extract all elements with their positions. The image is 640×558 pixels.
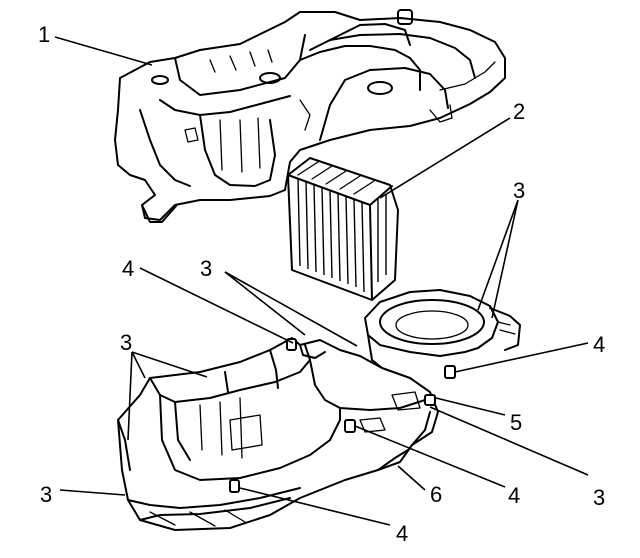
callout-2: 2 [513,99,525,124]
lower-case-housing [117,337,439,531]
leader-1 [54,36,153,66]
leader-4-top [139,267,294,344]
upper-case-housing [114,9,506,223]
leader-3-left-b [131,351,146,379]
screw-marker [344,419,356,433]
leader-4-right [454,342,589,373]
leader-4-center [354,425,506,488]
callout-3-right: 3 [593,485,605,510]
callout-4-top-left: 4 [122,256,134,281]
callout-4-right: 4 [593,332,605,357]
callout-5: 5 [510,410,522,435]
leader-2 [379,117,511,199]
screw-marker [424,394,436,406]
callout-4-bottom: 4 [396,521,408,546]
callout-4-center: 4 [508,483,520,508]
callout-3-mid: 3 [200,256,212,281]
leader-6 [397,465,426,491]
evaporator-core [287,157,399,301]
callout-1: 1 [38,22,50,47]
leader-3-left-a [127,351,133,441]
blower-housing [364,289,521,369]
leader-5 [435,397,506,416]
leader-3-mid-b [224,271,358,347]
fasteners [229,338,456,493]
callout-6: 6 [430,482,442,507]
leader-lines [54,36,589,526]
leader-3-bottom [59,489,126,496]
screw-marker [444,365,456,379]
callout-3-left: 3 [120,330,132,355]
leader-4-bottom [239,487,391,526]
callout-3-bottom-left: 3 [40,482,52,507]
leader-3-top-b [491,199,519,319]
leader-3-left-c [131,351,208,378]
leader-3-top-a [477,199,519,311]
screw-marker [229,479,240,493]
callout-3-top-right: 3 [513,178,525,203]
callouts: 1 2 3 3 3 3 3 4 4 4 4 5 6 [38,22,605,546]
leader-3-mid-a [224,271,306,336]
leader-3-right [429,406,589,476]
